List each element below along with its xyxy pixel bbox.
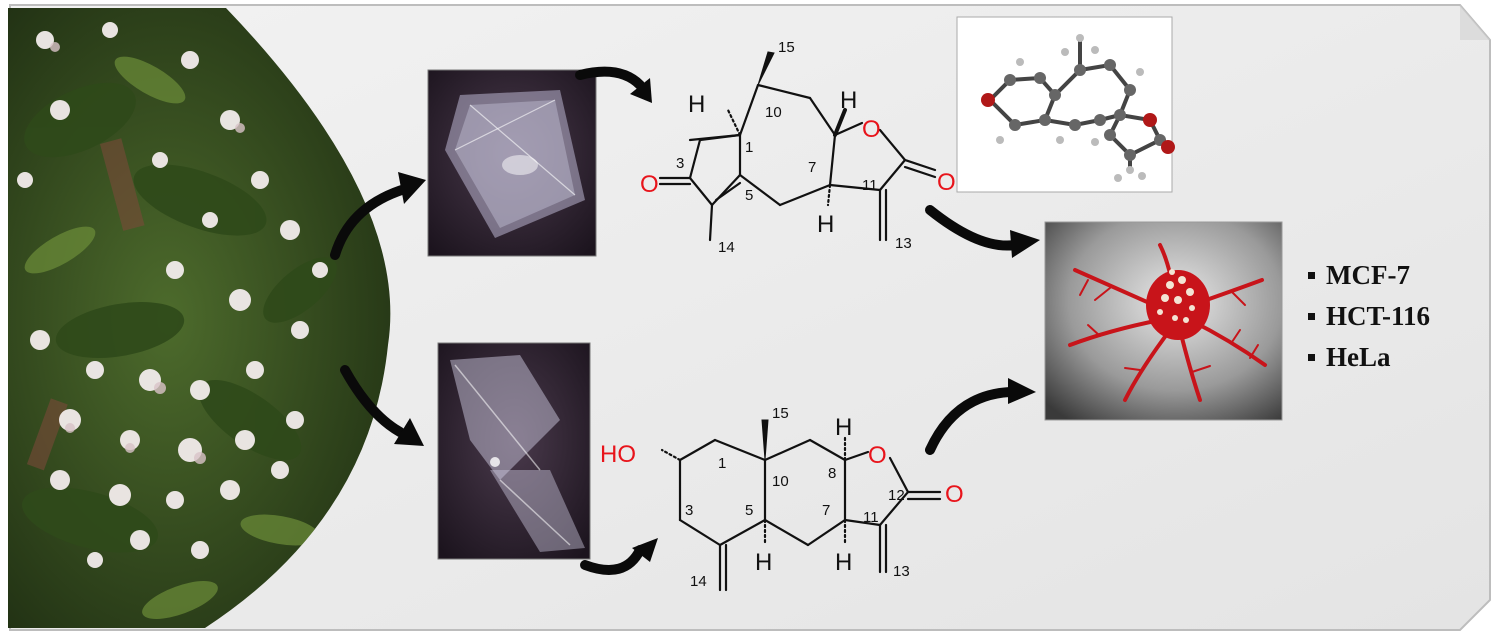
arrows [330, 66, 1040, 575]
atom-number: 1 [745, 139, 753, 156]
arrow-crystal-to-structure-top [575, 66, 645, 90]
atom-number: 13 [895, 235, 912, 252]
atom-number: 14 [690, 573, 707, 590]
atom-h: H [688, 91, 705, 118]
arrowhead [394, 418, 424, 446]
structure-bottom-labels: HO O O H H H 15 1 10 8 12 3 5 7 11 14 13 [600, 405, 964, 590]
arrow-plant-to-crystal-top [330, 183, 413, 260]
atom-o-lactone: O [868, 442, 887, 469]
atom-number: 7 [822, 502, 830, 519]
atom-number: 11 [862, 177, 878, 194]
atom-o-lactone: O [862, 116, 881, 143]
cancer-cell-panel [1044, 221, 1283, 421]
structure-bottom [660, 419, 942, 592]
atom-h: H [755, 549, 772, 576]
atom-o-ketone: O [640, 171, 659, 198]
atom-number: 15 [778, 39, 795, 56]
bullet-icon [1308, 313, 1315, 320]
list-item: MCF-7 [1308, 255, 1430, 296]
atom-number: 5 [745, 502, 753, 519]
atom-number: 12 [888, 487, 905, 504]
cell-line-label: HCT-116 [1326, 301, 1431, 331]
structure-top [658, 51, 937, 242]
atom-h: H [817, 211, 834, 238]
atom-h: H [840, 87, 857, 114]
atom-number: 11 [863, 509, 879, 526]
atom-number: 1 [718, 455, 726, 472]
atom-number: 15 [772, 405, 789, 422]
atom-h: H [835, 549, 852, 576]
crystal-photo-top [427, 69, 597, 257]
arrow-plant-to-crystal-bottom [340, 365, 405, 437]
list-item: HCT-116 [1308, 296, 1430, 337]
bullet-icon [1308, 354, 1315, 361]
crystal-photo-bottom [437, 342, 591, 560]
atom-number: 13 [893, 563, 910, 580]
atom-number: 7 [808, 159, 816, 176]
bullet-icon [1308, 272, 1315, 279]
cell-line-label: MCF-7 [1326, 260, 1410, 290]
arrow-crystal-to-structure-bottom [580, 545, 645, 575]
cell-line-list: MCF-7 HCT-116 HeLa [1308, 255, 1430, 378]
arrowhead [398, 172, 426, 204]
arrowhead [1010, 230, 1040, 258]
atom-o-lactone-carbonyl: O [945, 481, 964, 508]
atom-o-lactone-carbonyl: O [937, 169, 956, 196]
cell-line-label: HeLa [1326, 342, 1391, 372]
atom-number: 5 [745, 187, 753, 204]
arrowhead [630, 78, 652, 103]
xray-structure-panel [956, 16, 1175, 193]
atom-number: 10 [772, 473, 789, 490]
structure-top-labels: O O O H H H 15 10 1 3 5 7 11 14 13 [640, 39, 956, 256]
arrowhead [632, 538, 658, 562]
arrowhead [1008, 378, 1036, 404]
atom-h: H [835, 414, 852, 441]
arrow-structure-bottom-to-cell [925, 387, 1015, 455]
arrow-structure-top-to-cell [925, 205, 1020, 251]
atom-number: 3 [676, 155, 684, 172]
atom-number: 3 [685, 502, 693, 519]
list-item: HeLa [1308, 337, 1430, 378]
atom-number: 10 [765, 104, 782, 121]
atom-number: 8 [828, 465, 836, 482]
atom-hydroxyl: HO [600, 441, 636, 468]
atom-number: 14 [718, 239, 735, 256]
